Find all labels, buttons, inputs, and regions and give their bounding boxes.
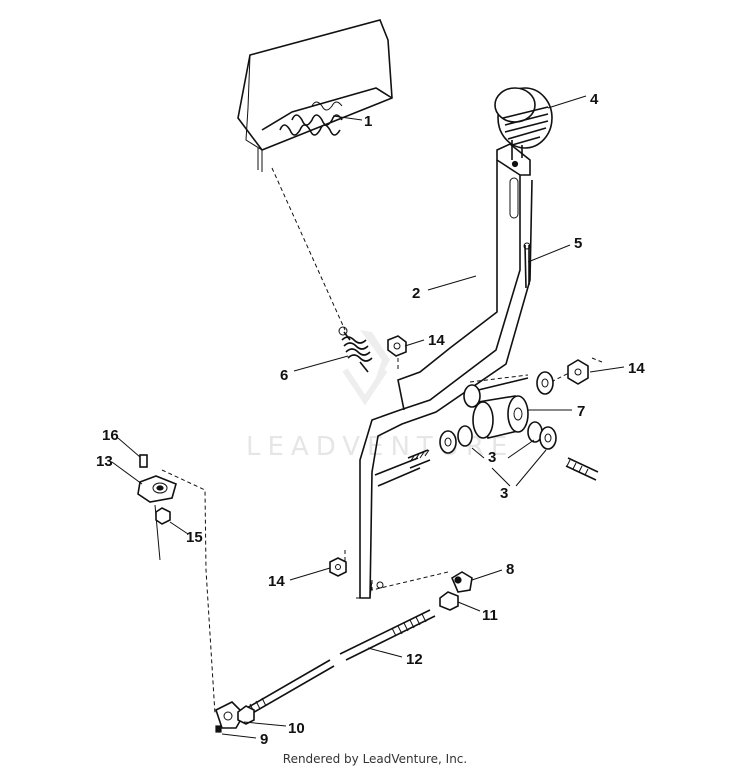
washers — [439, 371, 557, 454]
control-rod — [239, 609, 436, 719]
callout-9: 9 — [260, 731, 268, 748]
bracket — [137, 475, 177, 503]
frame-footrest — [237, 19, 393, 172]
jam-nut-lower — [237, 705, 255, 725]
watermark-logo — [342, 330, 390, 406]
callout-12: 12 — [406, 651, 423, 668]
cotter-pin — [523, 242, 531, 289]
callout-14b: 14 — [628, 360, 645, 377]
hex-nut-upper — [387, 335, 407, 357]
footer-credit: Rendered by LeadVenture, Inc. — [282, 752, 468, 766]
callout-6: 6 — [280, 367, 288, 384]
lock-nut — [155, 507, 171, 525]
callout-10: 10 — [288, 720, 305, 737]
callout-8: 8 — [506, 561, 514, 578]
callout-3b: 3 — [500, 485, 508, 502]
callout-15: 15 — [186, 529, 203, 546]
callout-5: 5 — [574, 235, 582, 252]
spring-pin — [139, 454, 148, 468]
callout-3a: 3 — [488, 449, 496, 466]
return-spring — [338, 326, 373, 373]
callout-16: 16 — [102, 427, 119, 444]
assembly-guide-lines — [154, 167, 603, 715]
callout-1: 1 — [364, 113, 372, 130]
callout-13: 13 — [96, 453, 113, 470]
pedal-pad — [494, 87, 553, 160]
rod-end-upper — [450, 571, 473, 593]
callout-14c: 14 — [268, 573, 285, 590]
callout-7: 7 — [577, 403, 585, 420]
hex-nut-right — [567, 359, 589, 385]
hex-nut-lower — [329, 557, 347, 577]
pivot-shaft — [374, 449, 599, 487]
callout-11: 11 — [482, 607, 498, 624]
callout-2: 2 — [412, 285, 420, 302]
jam-nut-upper — [439, 591, 459, 611]
watermark-text: LEADVENTURE — [246, 432, 514, 462]
callout-4: 4 — [590, 91, 599, 108]
pivot-bushing — [469, 377, 529, 439]
leader-lines — [111, 95, 625, 739]
callout-14a: 14 — [428, 332, 445, 349]
